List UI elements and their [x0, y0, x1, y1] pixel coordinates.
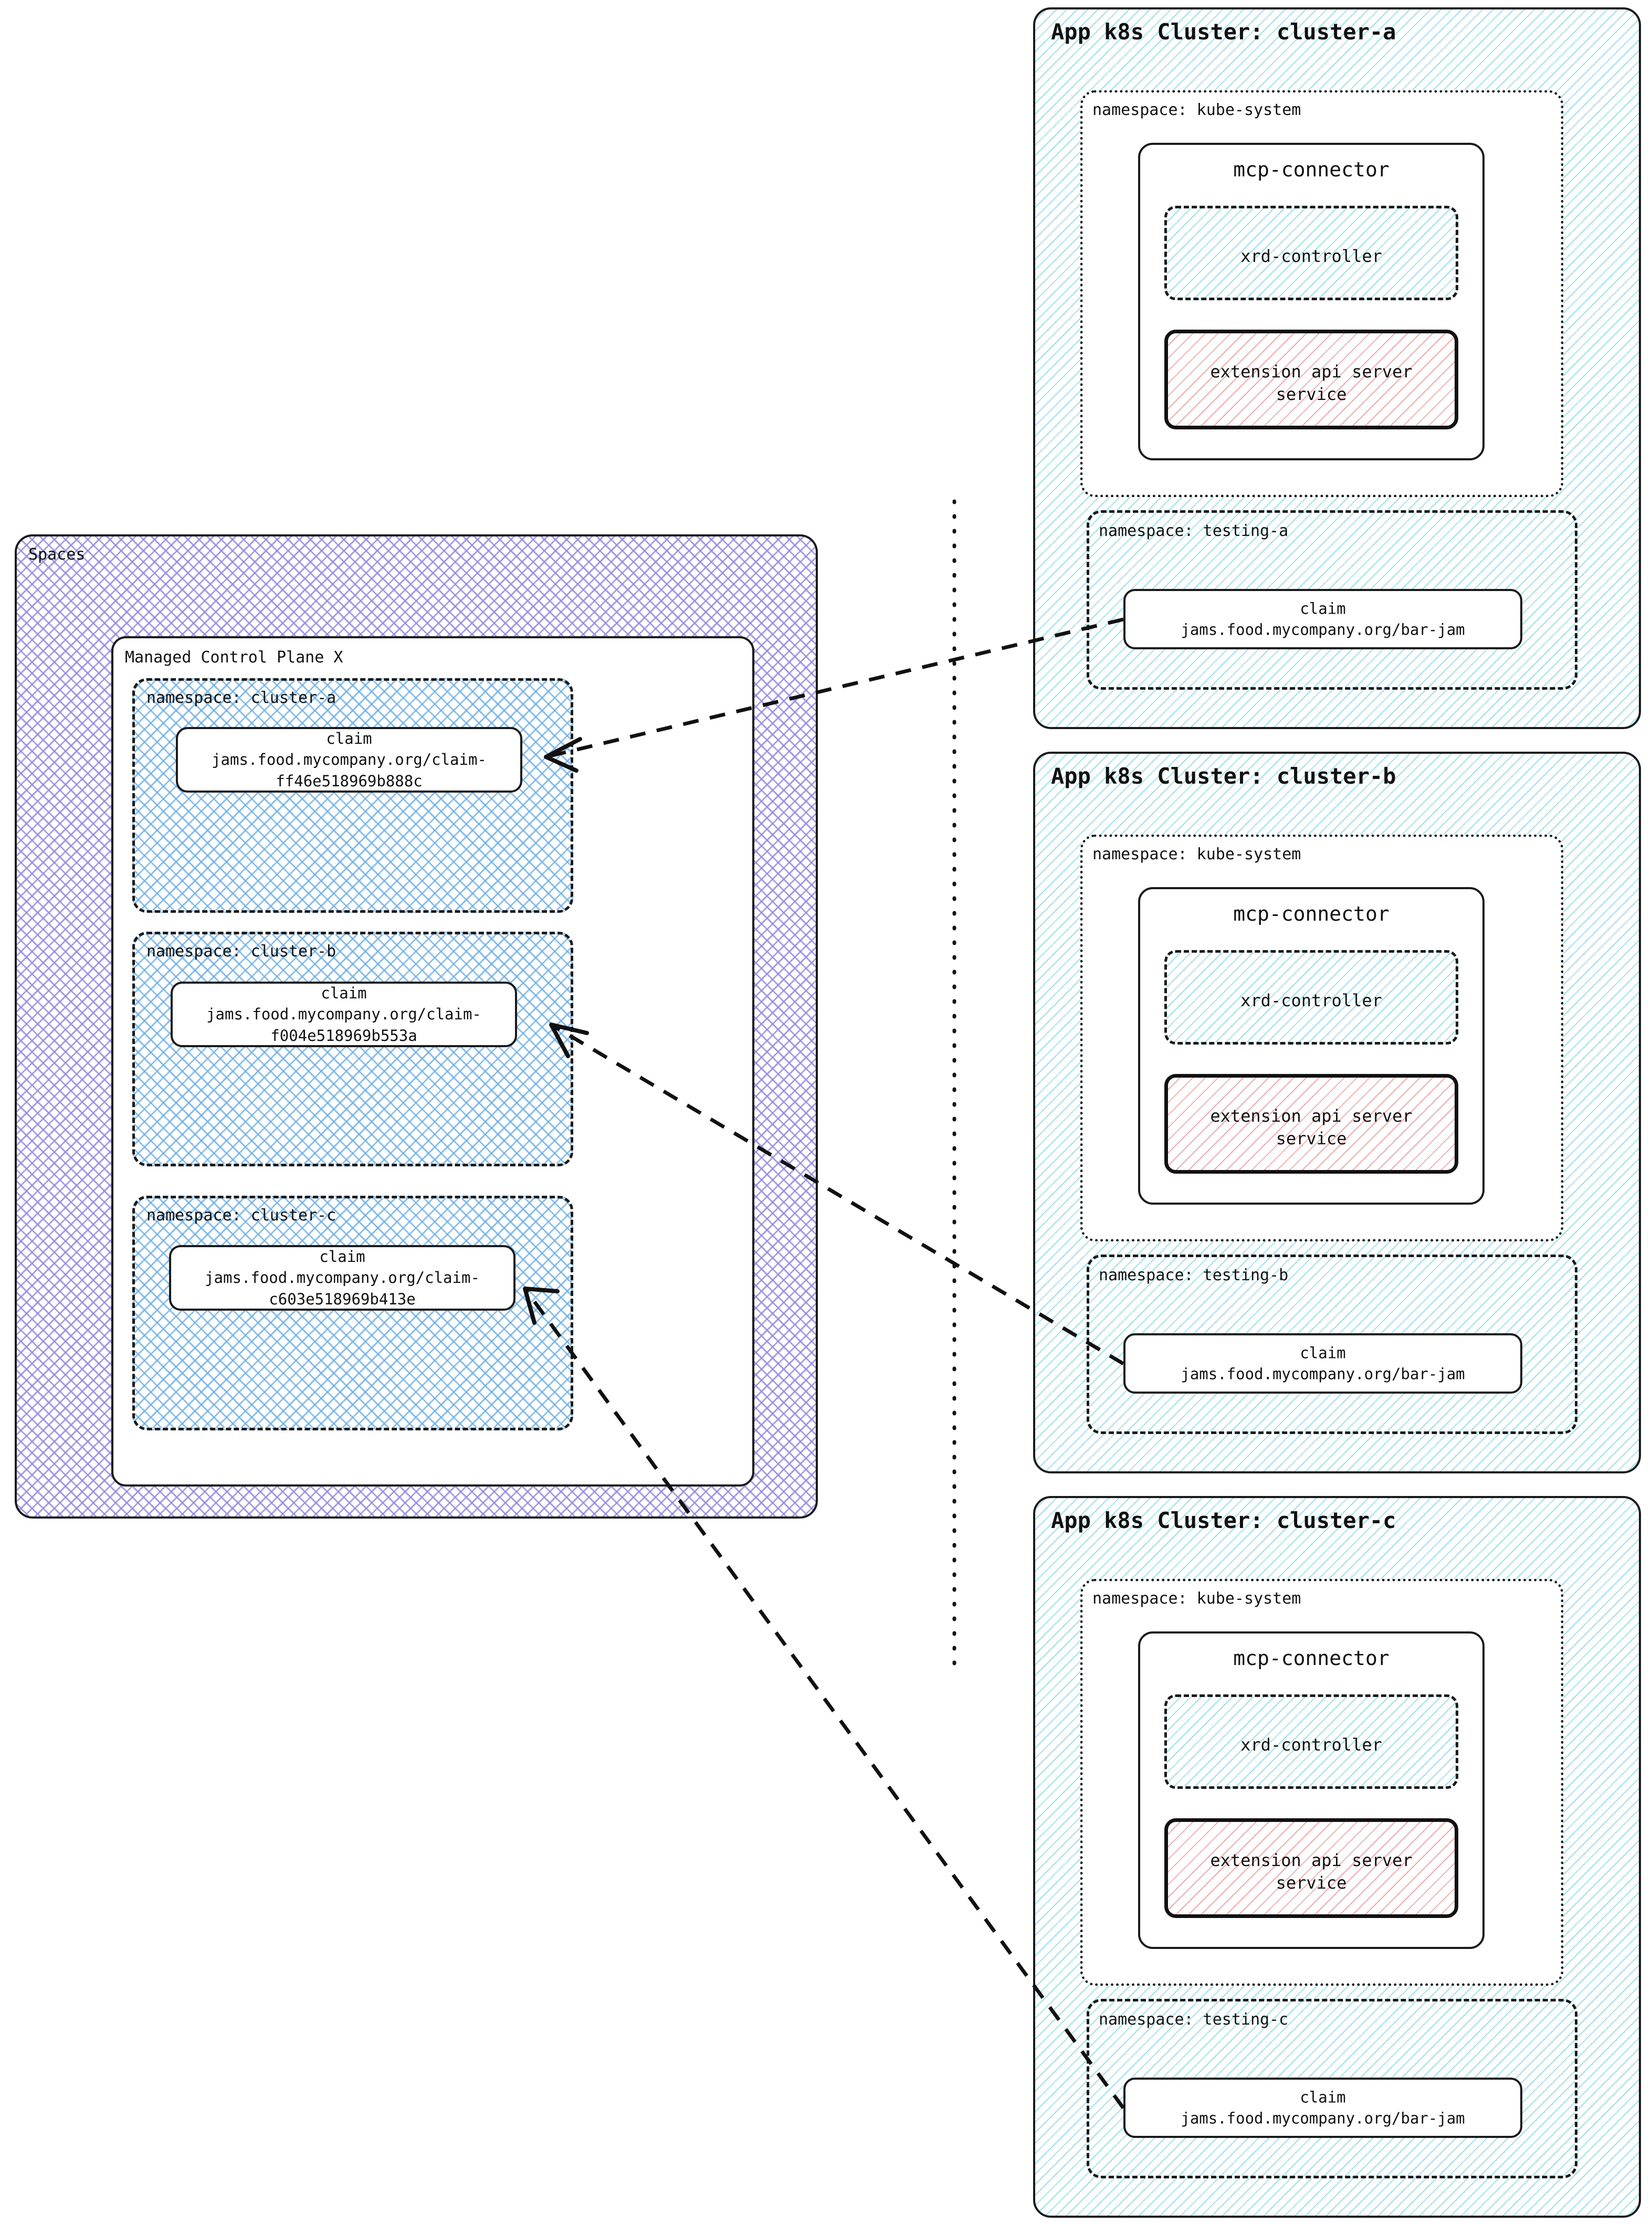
mcp-label: Managed Control Plane X	[125, 648, 343, 667]
cluster-c-xrd-controller-label: xrd-controller	[1240, 1735, 1382, 1755]
cluster-a-testing-claim-text: claim jams.food.mycompany.org/bar-jam	[1181, 599, 1465, 639]
mcp-claim-cluster-b-text: claim jams.food.mycompany.org/claim- f00…	[206, 984, 481, 1045]
mcp-namespace-cluster-c: namespace: cluster-c	[132, 1196, 573, 1430]
mcp-namespace-cluster-b-label: namespace: cluster-b	[146, 942, 336, 961]
cluster-b-kube-system-label: namespace: kube-system	[1092, 845, 1301, 863]
cluster-a-xrd-controller: xrd-controller	[1164, 206, 1458, 300]
cluster-a-testing-claim[interactable]: claim jams.food.mycompany.org/bar-jam	[1123, 589, 1522, 649]
cluster-c-testing-claim-text: claim jams.food.mycompany.org/bar-jam	[1181, 2088, 1465, 2127]
cluster-c-kube-system-label: namespace: kube-system	[1092, 1589, 1301, 1608]
mcp-namespace-cluster-c-label: namespace: cluster-c	[146, 1206, 336, 1225]
cluster-c-testing-label: namespace: testing-c	[1099, 2010, 1289, 2029]
cluster-b-testing-claim-text: claim jams.food.mycompany.org/bar-jam	[1181, 1343, 1465, 1383]
cluster-a-title: App k8s Cluster: cluster-a	[1051, 19, 1396, 45]
mcp-namespace-cluster-b: namespace: cluster-b	[132, 932, 573, 1166]
cluster-c-xrd-controller: xrd-controller	[1164, 1694, 1458, 1789]
cluster-a-mcp-connector-title: mcp-connector	[1233, 158, 1390, 181]
cluster-c-mcp-connector-title: mcp-connector	[1233, 1647, 1390, 1670]
cluster-b-title: App k8s Cluster: cluster-b	[1051, 763, 1396, 789]
mcp-claim-cluster-a[interactable]: claim jams.food.mycompany.org/claim- ff4…	[176, 727, 522, 793]
cluster-c-extension-api-server-service: extension api server service	[1164, 1818, 1458, 1918]
cluster-b-xrd-controller: xrd-controller	[1164, 950, 1458, 1045]
cluster-b-testing-claim[interactable]: claim jams.food.mycompany.org/bar-jam	[1123, 1333, 1522, 1394]
cluster-c-extension-api-server-label: extension api server service	[1210, 1850, 1413, 1893]
cluster-b-extension-api-server-service: extension api server service	[1164, 1074, 1458, 1174]
mcp-namespace-cluster-a: namespace: cluster-a	[132, 678, 573, 913]
cluster-b-mcp-connector-title: mcp-connector	[1233, 902, 1390, 925]
cluster-c-testing-claim[interactable]: claim jams.food.mycompany.org/bar-jam	[1123, 2078, 1522, 2138]
mcp-claim-cluster-c[interactable]: claim jams.food.mycompany.org/claim- c60…	[169, 1245, 515, 1311]
cluster-a-extension-api-server-label: extension api server service	[1210, 362, 1413, 405]
cluster-b-testing-label: namespace: testing-b	[1099, 1266, 1289, 1284]
mcp-namespace-cluster-a-label: namespace: cluster-a	[146, 689, 336, 707]
cluster-b-extension-api-server-label: extension api server service	[1210, 1106, 1413, 1149]
mcp-claim-cluster-b[interactable]: claim jams.food.mycompany.org/claim- f00…	[171, 982, 517, 1047]
cluster-a-kube-system-label: namespace: kube-system	[1092, 101, 1301, 119]
mcp-claim-cluster-a-text: claim jams.food.mycompany.org/claim- ff4…	[212, 729, 487, 790]
cluster-a-xrd-controller-label: xrd-controller	[1240, 246, 1382, 266]
cluster-a-extension-api-server-service: extension api server service	[1164, 330, 1458, 429]
cluster-c-title: App k8s Cluster: cluster-c	[1051, 1508, 1396, 1533]
cluster-a-testing-label: namespace: testing-a	[1099, 522, 1289, 540]
cluster-b-xrd-controller-label: xrd-controller	[1240, 990, 1382, 1010]
spaces-label: Spaces	[28, 545, 86, 564]
mcp-claim-cluster-c-text: claim jams.food.mycompany.org/claim- c60…	[205, 1247, 480, 1308]
